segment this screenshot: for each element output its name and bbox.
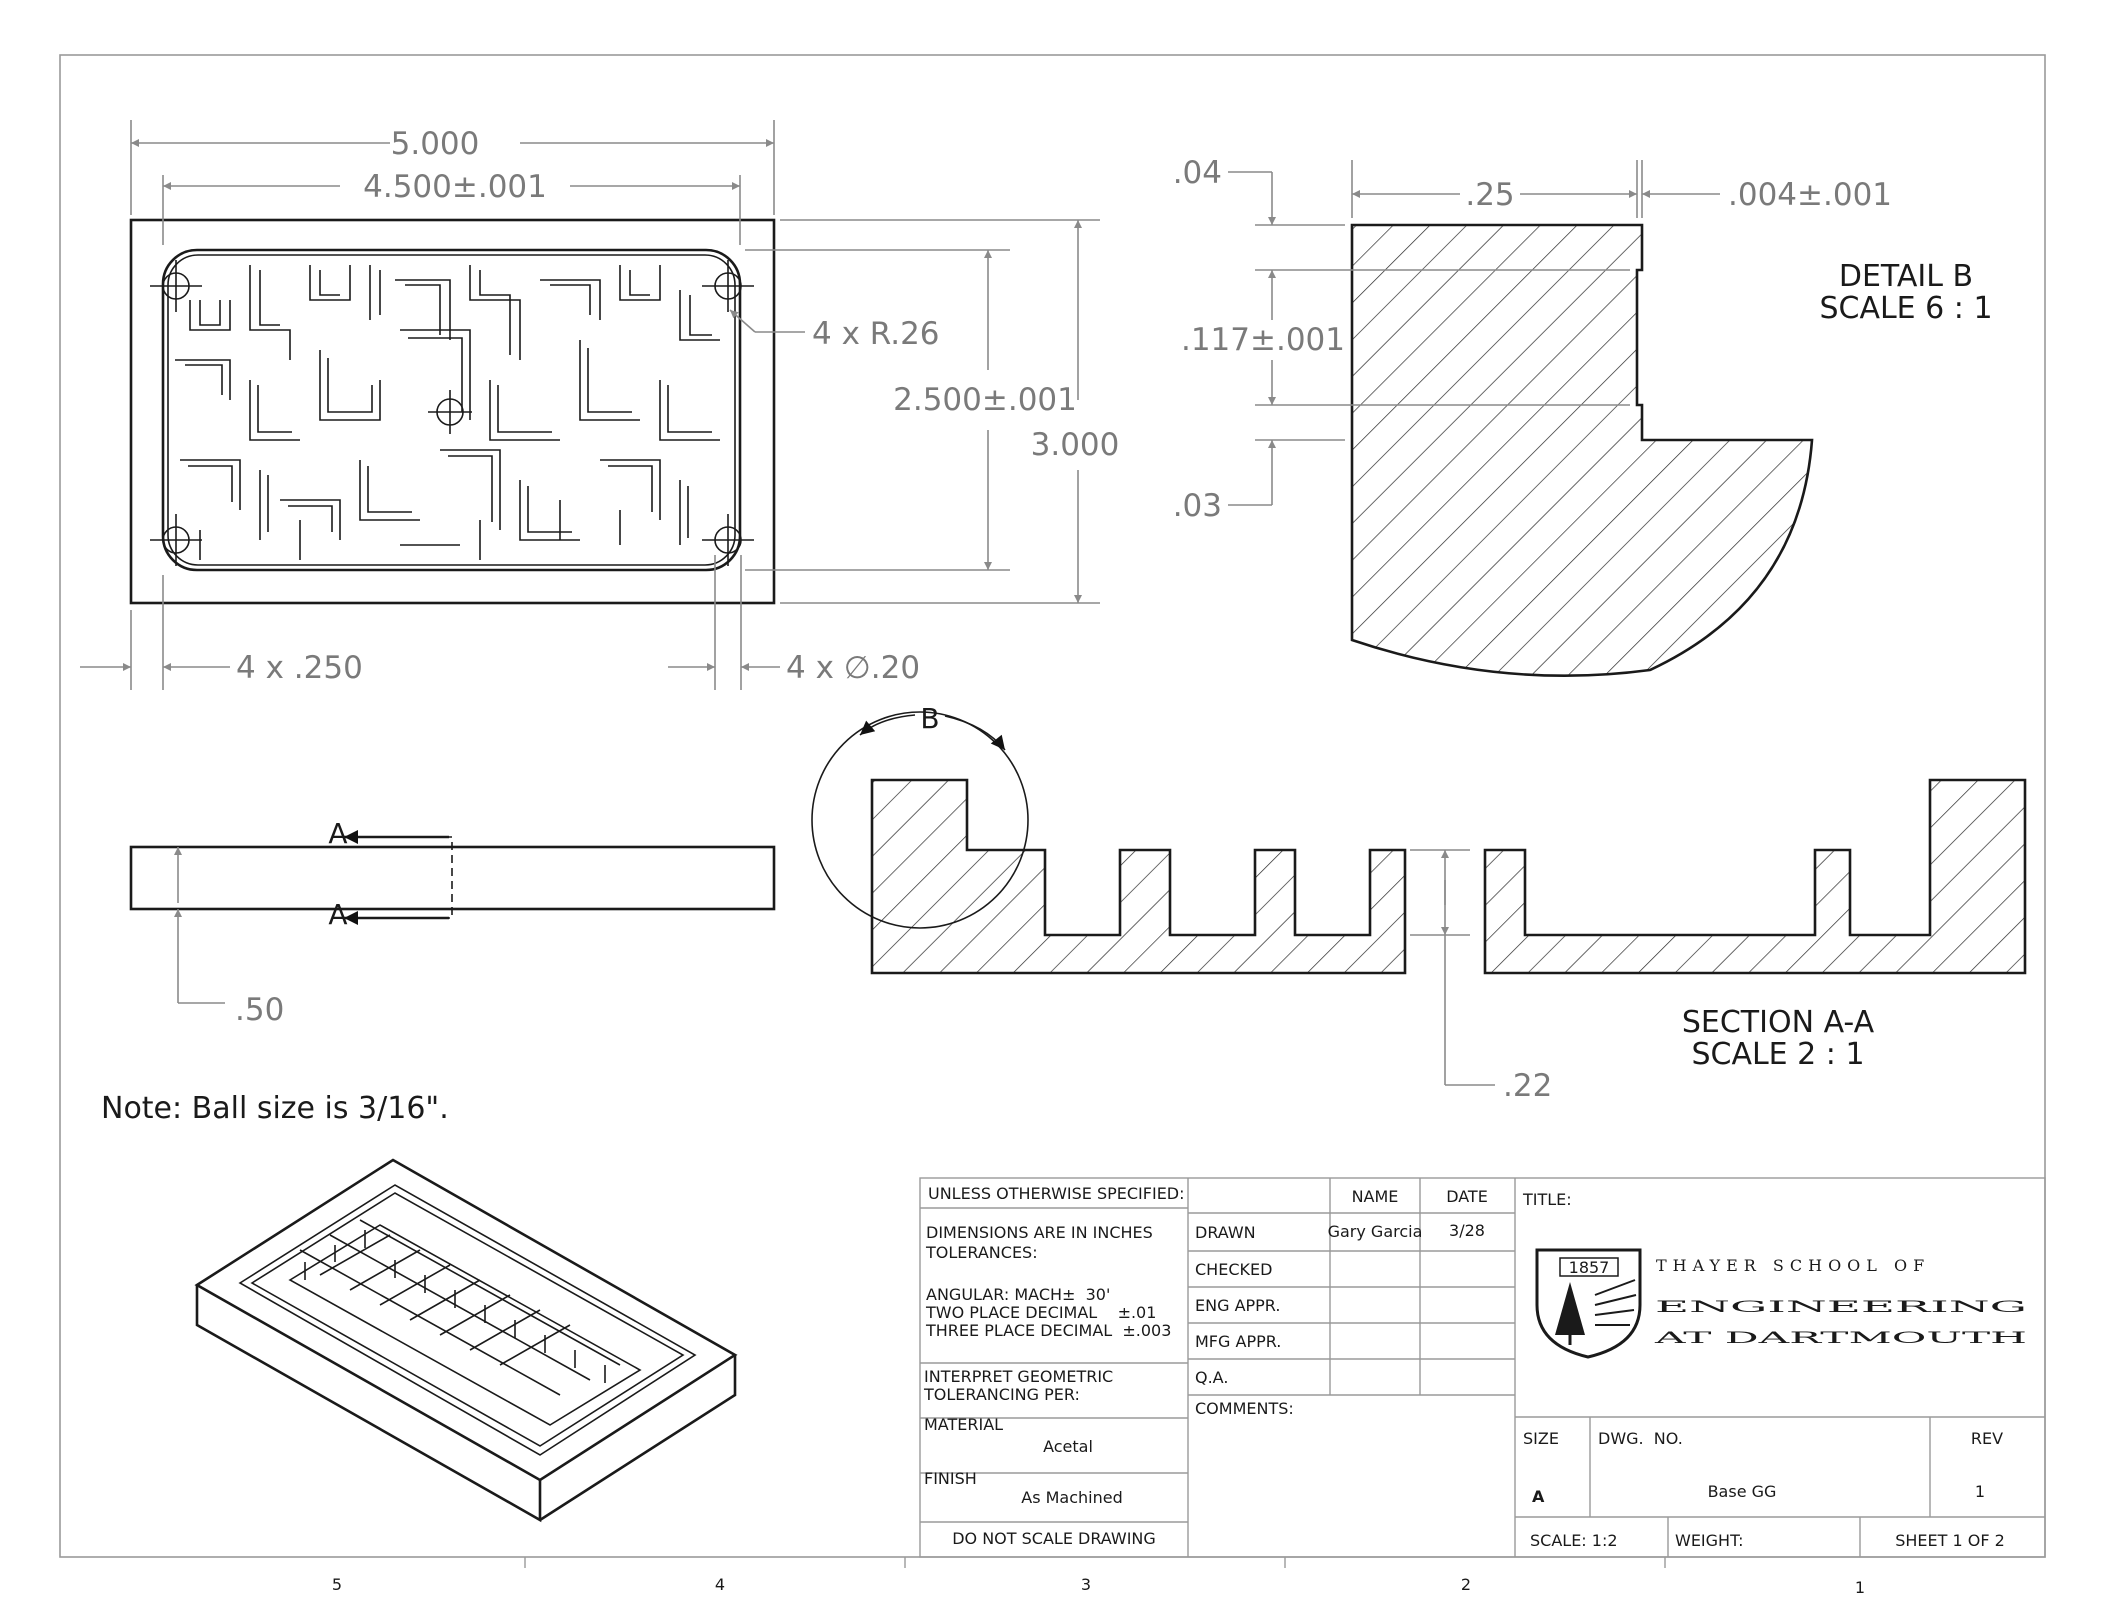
- dim-wall: .25: [1465, 177, 1514, 213]
- dim-hole-dia: 4 x ∅.20: [786, 650, 920, 686]
- zone-4: 4: [715, 1575, 725, 1594]
- zone-1: 1: [1855, 1578, 1865, 1597]
- tb-row-mfg-appr: MFG APPR.: [1195, 1332, 1281, 1351]
- tb-do-not-scale: DO NOT SCALE DRAWING: [952, 1529, 1156, 1548]
- dim-bottom: .03: [1173, 488, 1222, 524]
- plate-outline: [129, 218, 776, 605]
- dim-hole-offset: 4 x .250: [236, 650, 363, 686]
- tb-dimensions-line1: DIMENSIONS ARE IN INCHES: [926, 1223, 1153, 1242]
- tb-weight: WEIGHT:: [1675, 1531, 1743, 1550]
- dim-overall-width: 5.000: [391, 126, 480, 162]
- zone-2: 2: [1461, 1575, 1471, 1594]
- dim-overall-height: 3.000: [1031, 427, 1120, 463]
- tb-rev-value: 1: [1975, 1482, 1985, 1501]
- dim-step: .004±.001: [1728, 177, 1892, 213]
- dim-thickness: .50: [235, 992, 284, 1028]
- tb-dwg-no-label: DWG. NO.: [1598, 1429, 1683, 1448]
- section-arrow-label-top: A: [328, 817, 347, 850]
- section-aa-title: SECTION A-A: [1682, 1005, 1875, 1040]
- side-view: A A .50: [129, 817, 776, 1028]
- tb-row-comments: COMMENTS:: [1195, 1399, 1294, 1418]
- pocket-outline: [161, 248, 742, 572]
- tb-row-qa: Q.A.: [1195, 1368, 1228, 1387]
- dim-pocket-width: 4.500±.001: [363, 169, 547, 205]
- logo-line1: THAYER SCHOOL OF: [1656, 1256, 1930, 1275]
- thayer-logo: 1857 THAYER SCHOOL OF ENGINEERING AT DAR…: [1535, 1248, 2027, 1359]
- zone-5: 5: [332, 1575, 342, 1594]
- detail-b-callout-label: B: [920, 702, 939, 735]
- tb-dimensions-line2: TOLERANCES:: [925, 1243, 1038, 1262]
- tb-sheet: SHEET 1 OF 2: [1895, 1531, 2005, 1550]
- tb-unless-specified: UNLESS OTHERWISE SPECIFIED:: [928, 1184, 1185, 1203]
- tb-name-header: NAME: [1352, 1187, 1399, 1206]
- detail-b: .25 .004±.001 .04 .117±.001 .03 DETAIL B…: [1173, 155, 1993, 678]
- tb-title-label: TITLE:: [1522, 1190, 1572, 1209]
- tb-size-value: A: [1532, 1487, 1545, 1506]
- tb-date-header: DATE: [1446, 1187, 1488, 1206]
- dim-corner-radius: 4 x R.26: [812, 316, 940, 352]
- tb-rev-label: REV: [1971, 1429, 2003, 1448]
- corner-holes: [150, 260, 754, 566]
- tb-row-drawn: DRAWN: [1195, 1223, 1256, 1242]
- maze-paths: [175, 265, 720, 560]
- tb-material-value: Acetal: [1043, 1437, 1093, 1456]
- logo-line3: AT DARTMOUTH: [1652, 1328, 2027, 1347]
- dim-floor: .22: [1503, 1068, 1552, 1104]
- tb-three-place: THREE PLACE DECIMAL ±.003: [925, 1321, 1171, 1340]
- dim-top-lip: .04: [1173, 155, 1222, 191]
- section-left-part: [870, 778, 1407, 975]
- tb-interpret-line2: TOLERANCING PER:: [923, 1385, 1080, 1404]
- zone-markers: 5 4 3 2 1: [332, 1557, 1865, 1597]
- zone-3: 3: [1081, 1575, 1091, 1594]
- section-aa-scale: SCALE 2 : 1: [1691, 1037, 1864, 1072]
- tb-row-checked: CHECKED: [1195, 1260, 1272, 1279]
- tb-row-eng-appr: ENG APPR.: [1195, 1296, 1280, 1315]
- isometric-view: [194, 1158, 738, 1523]
- ball-size-note: Note: Ball size is 3/16".: [101, 1091, 449, 1126]
- detail-b-callout-circle: [811, 711, 1029, 929]
- top-view: 5.000 4.500±.001 3.000 2.500±.001 4 x R.…: [80, 120, 1119, 690]
- pocket-inner-outline: [167, 254, 736, 566]
- tree-icon: [1555, 1282, 1585, 1335]
- tb-angular: ANGULAR: MACH± 30': [926, 1285, 1110, 1304]
- tb-finish-label: FINISH: [924, 1469, 977, 1488]
- tb-material-label: MATERIAL: [924, 1415, 1003, 1434]
- dim-pocket-height: 2.500±.001: [893, 382, 1077, 418]
- tb-dwg-no-value: Base GG: [1708, 1482, 1777, 1501]
- logo-line2: ENGINEERING: [1655, 1297, 2027, 1316]
- tb-drawn-date: 3/28: [1449, 1221, 1485, 1240]
- tb-finish-value: As Machined: [1021, 1488, 1123, 1507]
- detail-b-scale: SCALE 6 : 1: [1819, 291, 1992, 326]
- tb-interpret-line1: INTERPRET GEOMETRIC: [924, 1367, 1113, 1386]
- logo-year: 1857: [1569, 1258, 1610, 1277]
- detail-b-section: [1350, 223, 1814, 678]
- detail-b-title: DETAIL B: [1839, 259, 1973, 294]
- section-right-part: [1483, 778, 2027, 975]
- title-block: UNLESS OTHERWISE SPECIFIED: DIMENSIONS A…: [919, 1177, 2046, 1558]
- tb-scale: SCALE: 1:2: [1530, 1531, 1618, 1550]
- dim-depth: .117±.001: [1181, 322, 1345, 358]
- tb-size-label: SIZE: [1523, 1429, 1559, 1448]
- section-arrow-label-bottom: A: [328, 898, 347, 931]
- tb-drawn-name: Gary Garcia: [1328, 1222, 1423, 1241]
- section-aa: B .22 SECTION A-A SCALE 2 : 1: [811, 702, 2027, 1104]
- tb-two-place: TWO PLACE DECIMAL ±.01: [925, 1303, 1156, 1322]
